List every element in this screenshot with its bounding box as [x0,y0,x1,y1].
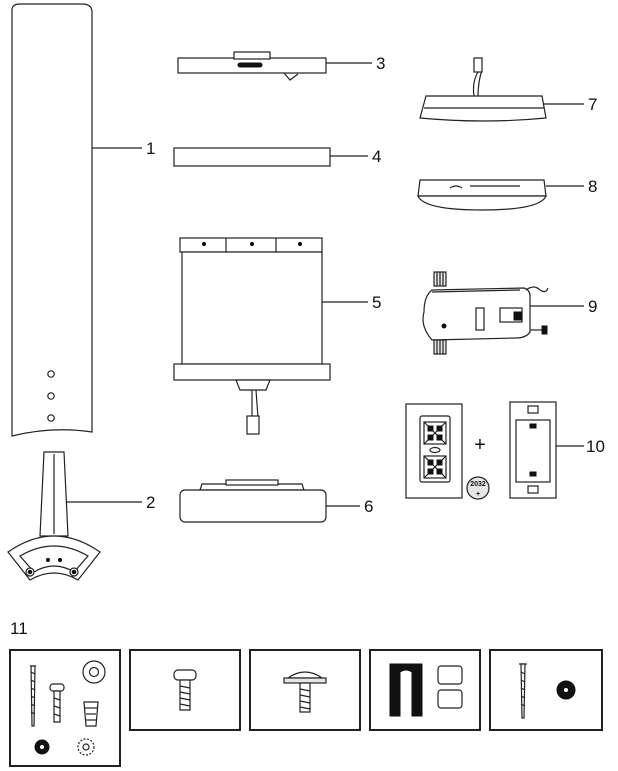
receiver-callout: 9 [588,297,597,316]
ring-trim-part: 4 [173,147,381,167]
hardware-callout: 11 [10,619,28,638]
canopy-part: 7 [419,57,597,122]
wall-control-callout: 10 [586,437,605,456]
mounting-plate-part: 3 [177,51,385,81]
receiver-part: 9 [422,271,597,355]
plus-sign: + [474,434,486,456]
blade-arm-callout: 2 [146,493,155,512]
blade-part: 1 [11,3,155,437]
hardware-bag-4 [369,649,481,731]
hardware-part: 11 [9,619,603,767]
hardware-bag-3 [249,649,361,731]
wall-control-part: 2032 + + 10 [405,401,605,500]
bottom-cover-part: 6 [179,479,373,523]
blade-arm-part: 2 [7,451,155,581]
blade-callout: 1 [146,139,155,158]
canopy-trim-part: 8 [417,177,597,211]
canopy-callout: 7 [588,95,597,114]
bottom-cover-callout: 6 [364,497,373,516]
motor-housing-part: 5 [173,237,381,435]
ring-trim-callout: 4 [372,147,381,166]
hardware-bag-2 [129,649,241,731]
motor-housing-callout: 5 [372,293,381,312]
hardware-bag-5 [489,649,603,731]
mounting-plate-callout: 3 [376,54,385,73]
canopy-trim-callout: 8 [588,177,597,196]
battery-label: 2032 [470,481,486,488]
hardware-bag-1 [9,649,121,767]
battery-sign: + [476,491,480,498]
